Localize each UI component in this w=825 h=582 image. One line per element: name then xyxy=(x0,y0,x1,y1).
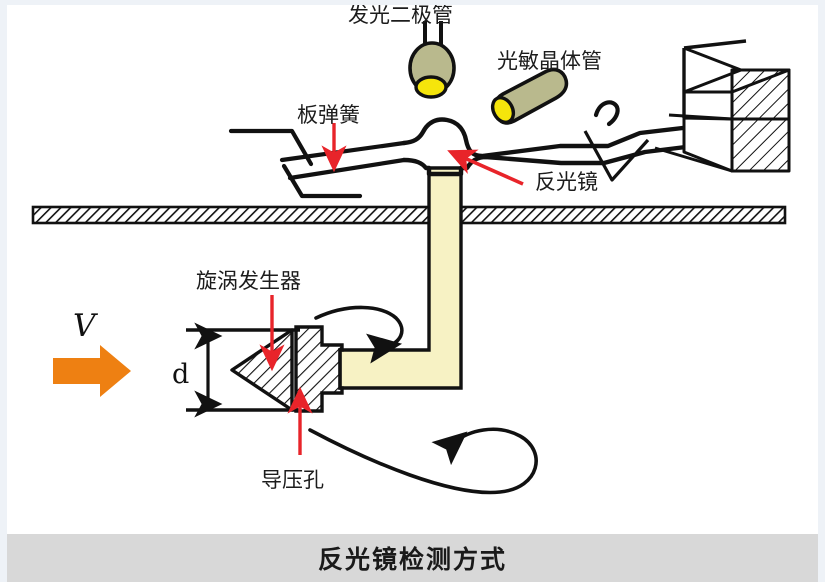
pipe-wall xyxy=(31,205,787,225)
dimension-label-d: d xyxy=(172,359,189,390)
label-leaf-spring: 板弹簧 xyxy=(297,103,360,127)
vortex-swirl-lower xyxy=(308,427,538,495)
label-vortex-generator: 旋涡发生器 xyxy=(196,269,301,293)
flow-arrow xyxy=(53,345,131,397)
dimension-d xyxy=(186,322,300,418)
label-led: 发光二极管 xyxy=(348,3,453,27)
velocity-label: V xyxy=(73,308,99,344)
label-mirror: 反光镜 xyxy=(535,170,598,194)
mounting-bracket xyxy=(654,39,791,173)
label-phototransistor: 光敏晶体管 xyxy=(497,49,602,73)
light-guide-pipe xyxy=(338,166,463,390)
pressure-hole-body xyxy=(294,325,344,413)
leaf-spring xyxy=(228,128,407,199)
vortex-swirl-upper xyxy=(314,305,404,364)
phototransistor-component xyxy=(490,67,569,125)
pointer-mirror xyxy=(447,149,524,186)
figure-caption: 反光镜检测方式 xyxy=(317,545,507,574)
caption-bar: 反光镜检测方式 xyxy=(7,534,818,582)
led-component xyxy=(408,21,456,99)
label-pressure-hole: 导压孔 xyxy=(261,468,324,492)
vortex-generator xyxy=(230,328,294,412)
